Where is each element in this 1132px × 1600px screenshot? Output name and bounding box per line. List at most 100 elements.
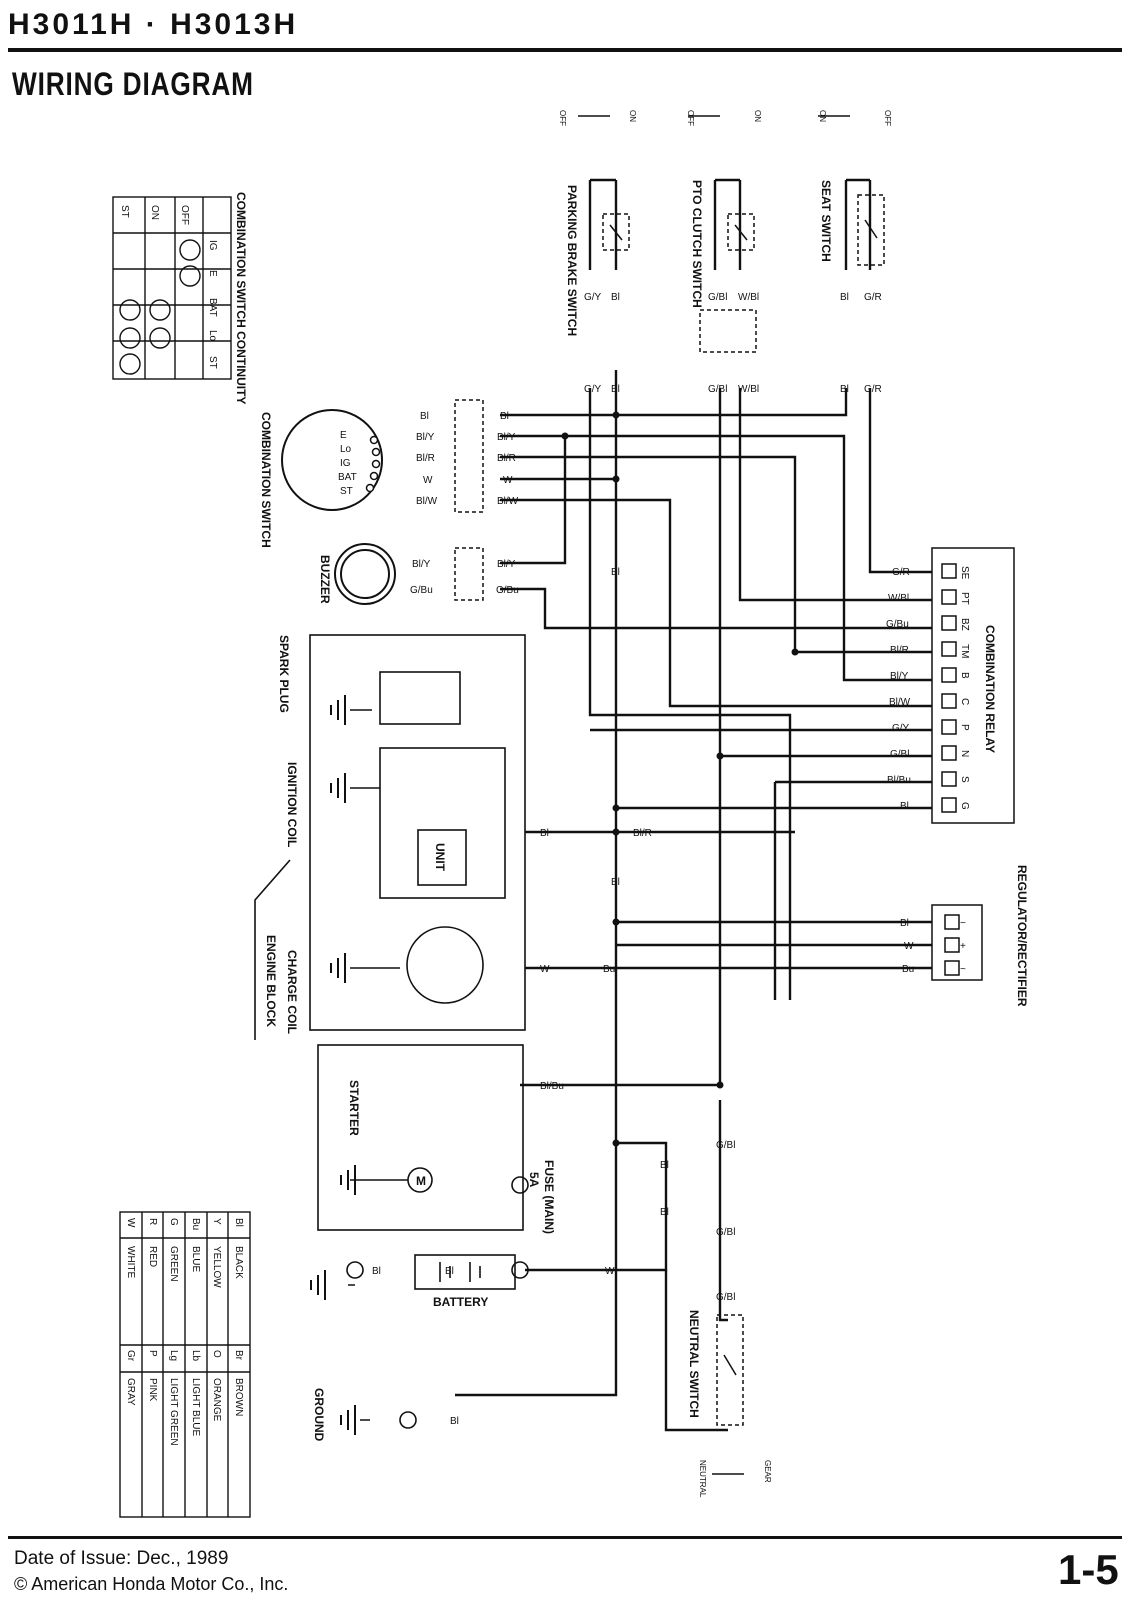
diagram-label: OFF <box>558 110 567 126</box>
cs-terminal-bat: BAT <box>338 472 357 483</box>
wire-bl-main-trunk <box>455 370 618 1397</box>
diagram-label: G/Y <box>584 292 602 303</box>
diagram-label: G/Bl <box>716 1227 735 1238</box>
combination-relay-label: COMBINATION RELAY <box>983 625 997 753</box>
diagram-label: Bl <box>540 828 549 839</box>
diagram-label: W <box>125 1218 136 1228</box>
diagram-label: Bl <box>660 1160 669 1171</box>
neutral-switch-label: NEUTRAL SWITCH <box>687 1310 701 1418</box>
diagram-label: − <box>960 918 966 929</box>
footer-rule <box>8 1536 1122 1539</box>
diagram-label: Bl <box>611 292 620 303</box>
continuity-table-title: COMBINATION SWITCH CONTINUITY <box>234 192 248 404</box>
diagram-label: IG <box>207 240 218 251</box>
diagram-label: Bl <box>840 292 849 303</box>
combination-switch-label: COMBINATION SWITCH <box>259 412 273 548</box>
unit-label: UNIT <box>433 843 447 872</box>
diagram-label: BROWN <box>233 1378 244 1416</box>
parking-brake-switch-label: PARKING BRAKE SWITCH <box>565 185 579 336</box>
diagram-label: Bl <box>445 1266 454 1277</box>
diagram-label: OFF <box>883 110 892 126</box>
junctions <box>561 411 799 1147</box>
diagram-label: Bl/Bu <box>540 1081 564 1092</box>
diagram-label: W <box>540 964 550 975</box>
diagram-label: Bl <box>611 384 620 395</box>
buzzer-body <box>334 543 396 605</box>
spark-plug-label: SPARK PLUG <box>277 635 291 713</box>
diagram-label: Bl/R <box>633 828 652 839</box>
wire-bl-bu-relay <box>773 780 932 1000</box>
diagram-label: Gr <box>125 1350 136 1362</box>
wire-pto-loop <box>713 178 742 270</box>
battery-symbol <box>346 1176 529 1429</box>
diagram-label: W/Bl <box>888 593 909 604</box>
diagram-label: Bl <box>900 801 909 812</box>
diagram-label: Bu <box>190 1218 201 1230</box>
diagram-label: ON <box>753 110 762 122</box>
page-title: WIRING DIAGRAM <box>12 66 254 102</box>
wire-neutral-g-bl <box>718 1100 728 1322</box>
page-number: 1-5 <box>1058 1546 1119 1593</box>
wire-buzzer-g-bu <box>500 587 932 630</box>
diagram-label: Lb <box>190 1350 201 1362</box>
relay-wire-labels: G/R W/Bl G/Bu Bl/R Bl/Y Bl/W G/Y G/Bl Bl… <box>886 567 914 975</box>
charge-coil-label: CHARGE COIL <box>285 950 299 1034</box>
diagram-label: GEAR <box>763 1460 772 1483</box>
wire-w-bl-trunk <box>738 388 932 602</box>
diagram-label: NEUTRAL <box>698 1460 707 1498</box>
diagram-label: Bl/R <box>890 645 909 656</box>
diagram-label: OFF <box>686 110 695 126</box>
engine-block-outline <box>254 634 526 1421</box>
continuity-table-text: IG E BAT Lo ST OFF ON ST <box>119 205 218 369</box>
diagram-label: Bl <box>660 1207 669 1218</box>
diagram-label: PINK <box>147 1378 158 1402</box>
ignition-coil-label: IGNITION COIL <box>285 762 299 847</box>
motor-symbol: M <box>416 1174 426 1188</box>
diagram-label: RED <box>147 1246 158 1267</box>
diagram-label: Bu <box>603 964 615 975</box>
relay-stubs <box>941 563 960 976</box>
neutral-switch-box <box>716 1314 744 1426</box>
cs-terminal-e: E <box>340 430 347 441</box>
diagram-label: Bl <box>500 411 509 422</box>
diagram-label: W <box>904 941 914 952</box>
diagram-label: Bl/W <box>889 697 911 708</box>
diagram-label: Bl <box>840 384 849 395</box>
buzzer-label: BUZZER <box>318 555 332 604</box>
pto-clutch-switch-label: PTO CLUTCH SWITCH <box>690 180 704 308</box>
wire-fuse-bl <box>525 1141 668 1272</box>
diagram-label: G/Bl <box>708 384 727 395</box>
diagram-label: Bl/R <box>497 453 516 464</box>
diagram-label: OFF <box>179 205 190 225</box>
combination-switch-body <box>281 409 383 511</box>
seat-switch-box <box>857 194 885 266</box>
diagram-label: BZ <box>959 618 970 631</box>
diagram-label: N <box>959 750 970 757</box>
diagram-label: TM <box>959 644 970 658</box>
diagram-label: BLACK <box>233 1246 244 1279</box>
diagram-label: YELLOW <box>211 1246 222 1288</box>
diagram-label: GREEN <box>168 1246 179 1282</box>
diagram-label: ORANGE <box>211 1378 222 1422</box>
diagram-label: ST <box>119 205 130 218</box>
diagram-label: ON <box>628 110 637 122</box>
diagram-label: G <box>168 1218 179 1226</box>
wire-seat-loop <box>844 178 872 270</box>
diagram-label: GRAY <box>125 1378 136 1406</box>
diagram-label: Bl/W <box>416 496 438 507</box>
diagram-label: W <box>605 1266 615 1277</box>
diagram-label: G/Bu <box>886 619 909 630</box>
diagram-label: W <box>423 475 433 486</box>
connectors <box>454 309 1015 981</box>
pto-switch-box <box>727 213 755 251</box>
cs-terminal-st: ST <box>340 486 353 497</box>
diagram-label: G/Bl <box>890 749 909 760</box>
diagram-label: C <box>959 698 970 705</box>
fuse-rating-label: 5A <box>527 1172 541 1188</box>
diagram-label: B <box>959 672 970 679</box>
diagram-label: Bl <box>233 1218 244 1227</box>
wire-bl-bu-trunk <box>520 388 722 1087</box>
diagram-label: Bl/Y <box>416 432 435 443</box>
